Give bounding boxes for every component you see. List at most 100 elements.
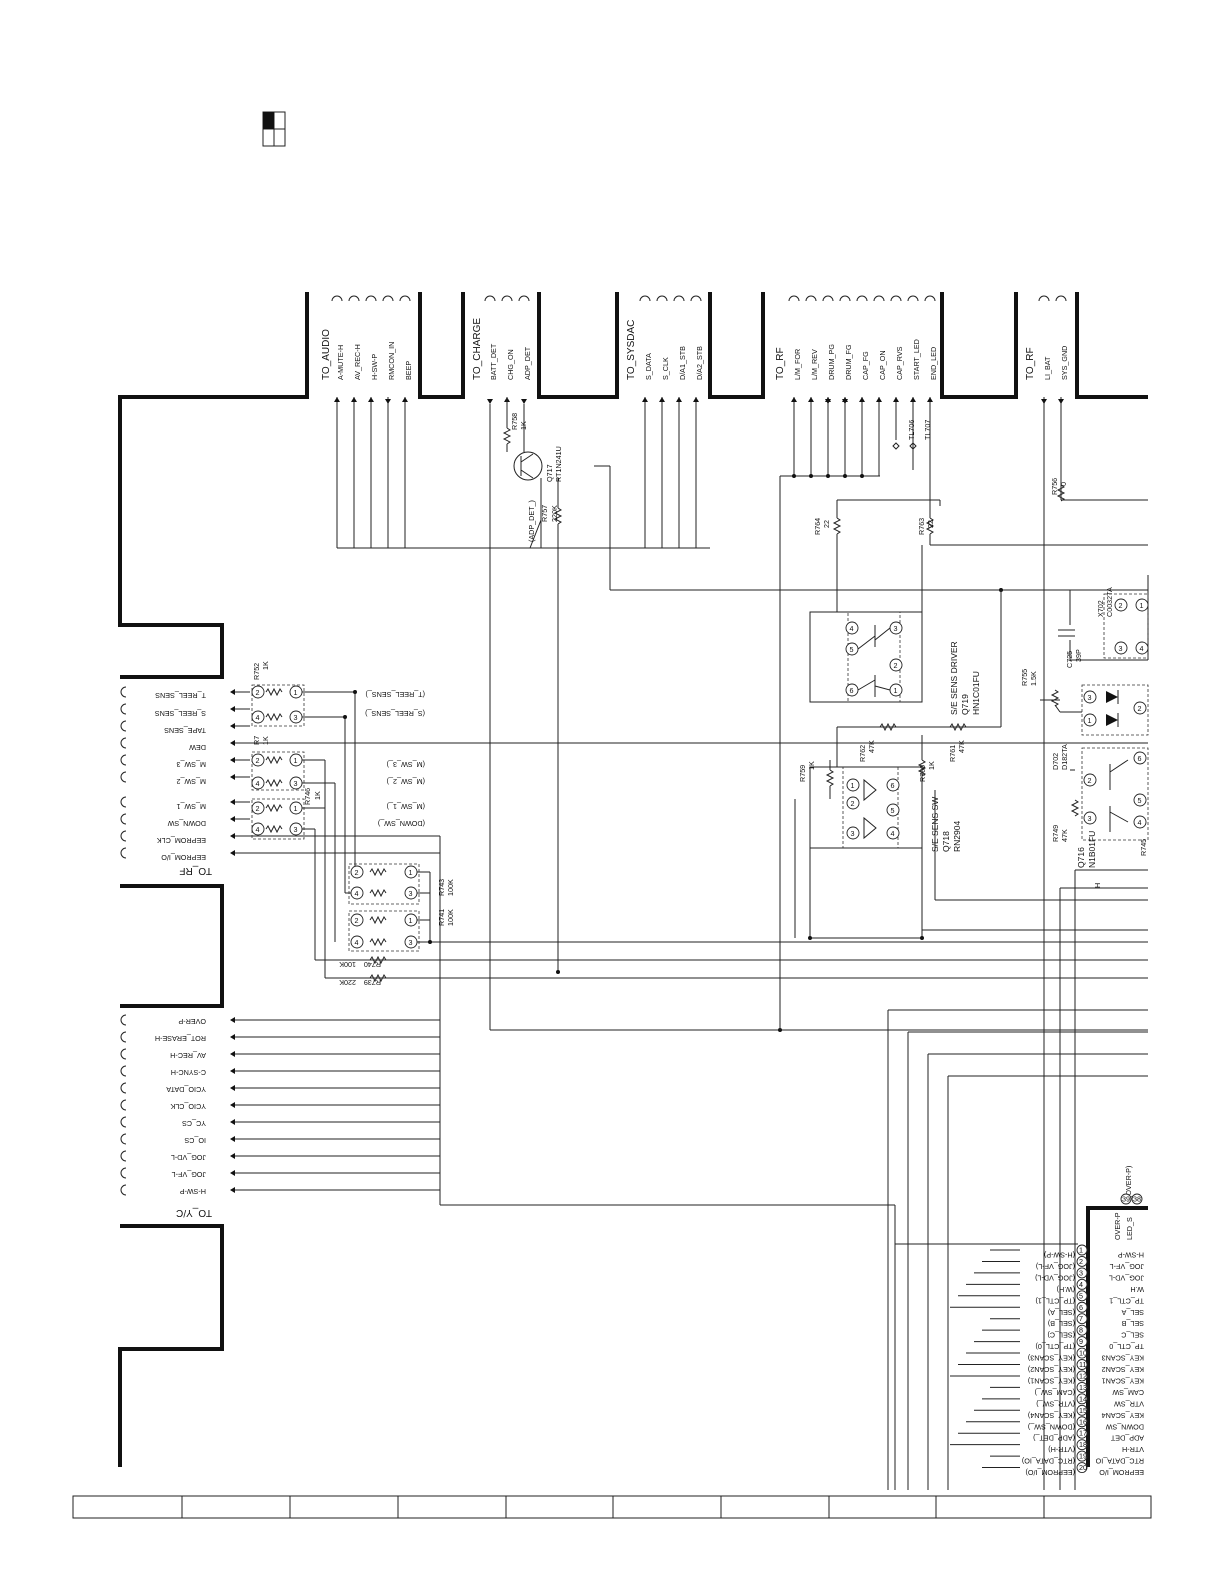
- pin-label: CHG_ON: [506, 349, 515, 380]
- component-value: 1K: [261, 736, 270, 745]
- pin-label: M_SW_1: [176, 802, 206, 811]
- pin-label: D/A1_STB: [678, 346, 687, 380]
- arrow-icon: [230, 757, 235, 763]
- connector-to-rf-right: TO_RF LI_BAT SYS_GND: [1025, 346, 1069, 380]
- component-ref: R764: [813, 518, 822, 535]
- pin-pad: [1076, 1267, 1088, 1279]
- pin-label: END_LED: [929, 347, 938, 380]
- svg-text:3: 3: [894, 624, 898, 633]
- ic-pin-label: DOWN_SW: [1105, 1422, 1144, 1431]
- net-label: (KEY_SCAN1): [1028, 1376, 1075, 1385]
- pin-label: M_SW_3: [176, 760, 206, 769]
- svg-text:5: 5: [891, 806, 895, 815]
- component-value: 22: [926, 520, 935, 528]
- pad-icon: [120, 1184, 127, 1196]
- arrow-icon: [642, 397, 648, 402]
- net-label: (TP_CTL_1): [1035, 1296, 1075, 1305]
- arrow-icon: [1058, 399, 1064, 404]
- pin-number: 2: [355, 868, 359, 877]
- pad-icon: [120, 1082, 127, 1094]
- ic-pin-label: JOG_VD-L: [1109, 1273, 1144, 1282]
- pad-icon: [120, 1133, 127, 1145]
- resistor-symbol: [265, 755, 283, 765]
- resistor-symbol: [825, 769, 835, 787]
- connector-to-sysdac: TO_SYSDAC S_DATA S_CLK D/A1_STB D/A2_STB: [626, 320, 704, 380]
- pad-icon: [856, 295, 868, 302]
- resistor-symbol: [1050, 689, 1060, 707]
- connector-to-rf-left: TO_RF T_REEL_SENS S_REEL_SENS TAPE_SENS …: [155, 691, 212, 876]
- arrow-icon: [230, 816, 235, 822]
- pin-number: 7: [1079, 1314, 1083, 1323]
- junction-dot: [809, 474, 813, 478]
- pin-number: 1: [409, 916, 413, 925]
- pad-icon: [120, 703, 127, 715]
- connector-to-charge: TO_CHARGE BATT_DET CHG_ON ADP_DET: [472, 318, 532, 380]
- svg-text:4: 4: [1138, 818, 1142, 827]
- connector-title: TO_AUDIO: [321, 329, 332, 380]
- pin-number: 3: [409, 889, 413, 898]
- component-ref: R759: [798, 765, 807, 782]
- ic-pin-label: EEPROM_I/O: [1099, 1468, 1144, 1477]
- ic-pin-label: RTC_DATA_IO: [1095, 1457, 1144, 1466]
- pin-pad: [1076, 1462, 1088, 1474]
- ic-pin-label: KEY_SCAN1: [1102, 1376, 1144, 1385]
- pin-number: 4: [355, 938, 359, 947]
- ic-pin-label: JOG_VF-L: [1110, 1262, 1144, 1271]
- svg-text:6: 6: [1138, 754, 1142, 763]
- connector-title: TO_SYSDAC: [626, 320, 637, 380]
- pin-label: DEW: [189, 743, 206, 752]
- pin-label: YCIO_CLK: [170, 1102, 206, 1111]
- testpoint-icon: [909, 442, 917, 450]
- pin-pad: [1076, 1404, 1088, 1416]
- svg-text:3: 3: [851, 829, 855, 838]
- pin-label: BATT_DET: [489, 343, 498, 380]
- arrow-icon: [230, 706, 235, 712]
- net-label: (W.H): [1057, 1285, 1075, 1294]
- arrow-icon: [230, 1187, 235, 1193]
- component-value: 1K: [927, 761, 936, 770]
- junction-dot: [808, 936, 812, 940]
- resistor-symbol: [369, 867, 387, 877]
- wire: [1054, 704, 1061, 713]
- pin-label: RMCON_IN: [387, 342, 396, 380]
- junction-dot: [826, 474, 830, 478]
- pin-label: DRUM_FG: [844, 344, 853, 380]
- pad-icon: [890, 295, 902, 302]
- arrow-icon: [230, 1068, 235, 1074]
- net-label: (KEY_SCAN2): [1028, 1365, 1075, 1374]
- component-value: 47K: [867, 740, 876, 753]
- pin-number: 16: [1079, 1417, 1087, 1426]
- board-outline: [118, 292, 309, 679]
- arrow-icon: [1041, 399, 1047, 404]
- net-label: (SEL_B): [1048, 1319, 1075, 1328]
- component-value: 220K: [550, 505, 559, 522]
- pin-pad: [1076, 1427, 1088, 1439]
- resistor-symbol: [369, 915, 387, 925]
- pad-icon: [788, 295, 800, 302]
- component-value: 22: [822, 520, 831, 528]
- pin-label: EEPROM_I/O: [161, 853, 206, 862]
- arrow-icon: [230, 1170, 235, 1176]
- arrow-icon: [334, 397, 340, 402]
- net-label: (TP_CTL_0): [1035, 1342, 1075, 1351]
- resistor-symbol: [879, 722, 897, 732]
- pin-pad: [1076, 1347, 1088, 1359]
- component-ref: Q719: [960, 694, 970, 715]
- svg-text:2: 2: [894, 661, 898, 670]
- pin-number: 2: [256, 804, 260, 813]
- resistor-array-r7: [251, 751, 305, 840]
- arrow-icon: [927, 397, 933, 402]
- resistor-symbol: [502, 427, 512, 445]
- component-value: 1K: [261, 661, 270, 670]
- arrow-icon: [385, 399, 391, 404]
- pin-number: 38: [1133, 1195, 1141, 1204]
- pin-pad: [251, 685, 265, 699]
- net-label: (KEY_SCAN3): [1028, 1354, 1075, 1363]
- pin-label: H-SW-P: [370, 354, 379, 380]
- component-ref: C725: [1065, 651, 1074, 668]
- pin-label: CAP_ON: [878, 350, 887, 380]
- pin-pad: [251, 822, 265, 836]
- resistor-symbol: [832, 517, 842, 535]
